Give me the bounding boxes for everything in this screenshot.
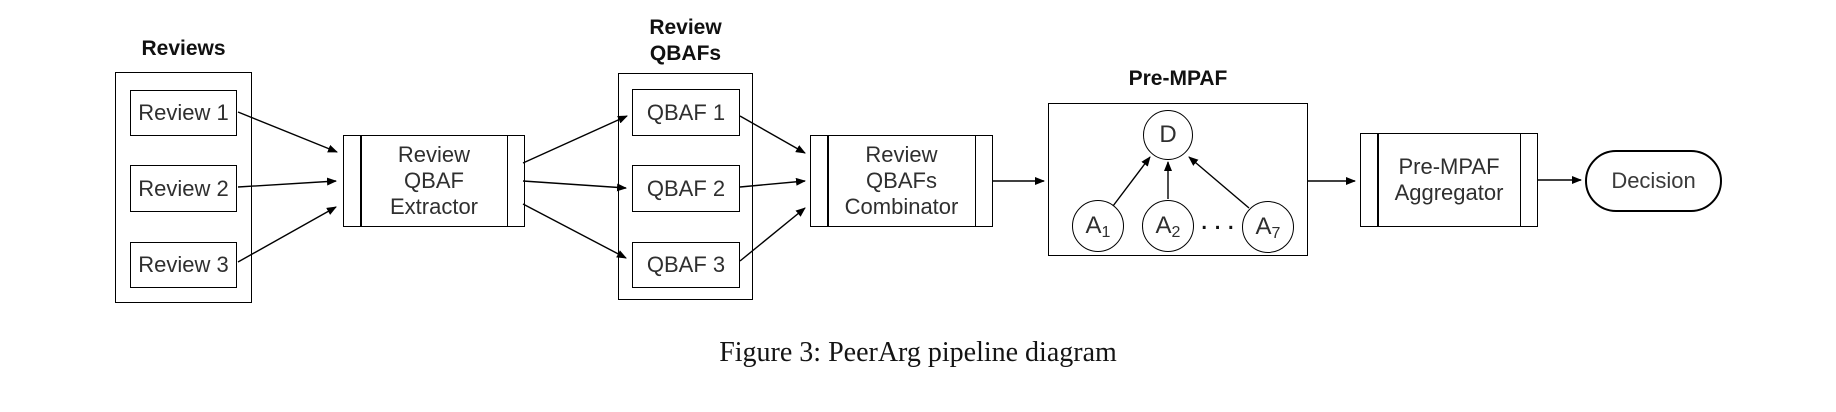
- node-review-1: Review 1: [130, 90, 237, 136]
- process-review-qbafs-combinator-label: Review QBAFs Combinator: [845, 142, 959, 220]
- node-review-3: Review 3: [130, 242, 237, 288]
- node-a2-subscript: 2: [1171, 224, 1181, 241]
- arrow-extractor-to-qbaf-1: [522, 115, 628, 164]
- combinator-label-line1: Review: [865, 142, 938, 167]
- node-d-label: D: [1159, 121, 1177, 148]
- process-pre-mpaf-aggregator: Pre-MPAF Aggregator: [1360, 133, 1538, 227]
- ellipsis-dots: ...: [1199, 203, 1240, 236]
- node-a7-base: A: [1255, 213, 1272, 240]
- review-qbafs-label-line1: Review: [649, 16, 722, 39]
- node-qbaf-2: QBAF 2: [632, 165, 740, 212]
- aggregator-label-line1: Pre-MPAF: [1398, 154, 1500, 179]
- node-qbaf-3-label: QBAF 3: [646, 252, 726, 277]
- node-qbaf-2-label: QBAF 2: [646, 175, 726, 201]
- process-inset-line-right: [506, 136, 508, 226]
- pre-mpaf-group-label: Pre-MPAF: [1128, 67, 1228, 90]
- process-pre-mpaf-aggregator-label: Pre-MPAF Aggregator: [1395, 154, 1504, 206]
- extractor-label-line2: QBAF: [404, 168, 464, 193]
- process-inset-line-left: [360, 136, 362, 226]
- arrow-extractor-to-qbaf-2: [522, 180, 627, 192]
- process-inset-line-left: [1377, 134, 1379, 226]
- review-qbafs-group-label: Review QBAFs: [618, 15, 753, 67]
- review-qbafs-label-line2: QBAFs: [649, 42, 722, 65]
- node-a1-base: A: [1085, 212, 1102, 239]
- terminal-decision: Decision: [1585, 150, 1722, 212]
- process-review-qbaf-extractor-label: Review QBAF Extractor: [390, 142, 478, 220]
- reviews-group-label: Reviews: [141, 37, 226, 60]
- combinator-label-line3: Combinator: [844, 194, 959, 219]
- arrow-review-3-to-extractor: [237, 206, 337, 263]
- node-qbaf-1-label: QBAF 1: [646, 99, 726, 125]
- extractor-label-line3: Extractor: [389, 194, 479, 219]
- node-review-1-label: Review 1: [138, 100, 229, 125]
- node-review-3-label: Review 3: [138, 252, 229, 277]
- process-inset-line-right: [974, 136, 976, 226]
- node-qbaf-3: QBAF 3: [632, 242, 740, 288]
- node-a7-subscript: 7: [1271, 225, 1281, 242]
- node-a1-subscript: 1: [1101, 224, 1111, 241]
- node-d-circle: D: [1143, 110, 1193, 160]
- node-review-2-label: Review 2: [138, 175, 229, 201]
- arrow-review-2-to-extractor: [237, 177, 337, 188]
- node-qbaf-1: QBAF 1: [632, 89, 740, 136]
- arrow-review-1-to-extractor: [237, 111, 338, 153]
- terminal-decision-label: Decision: [1611, 168, 1696, 193]
- process-review-qbaf-extractor: Review QBAF Extractor: [343, 135, 525, 227]
- process-inset-line-left: [827, 136, 829, 226]
- node-a2-base: A: [1155, 212, 1172, 239]
- combinator-label-line2: QBAFs: [866, 168, 937, 193]
- extractor-label-line1: Review: [397, 142, 471, 167]
- process-inset-line-right: [1519, 134, 1521, 226]
- aggregator-label-line2: Aggregator: [1394, 180, 1504, 205]
- arrow-extractor-to-qbaf-3: [522, 203, 627, 259]
- figure-caption: Figure 3: PeerArg pipeline diagram: [719, 337, 1117, 368]
- node-review-2: Review 2: [130, 165, 237, 212]
- process-review-qbafs-combinator: Review QBAFs Combinator: [810, 135, 993, 227]
